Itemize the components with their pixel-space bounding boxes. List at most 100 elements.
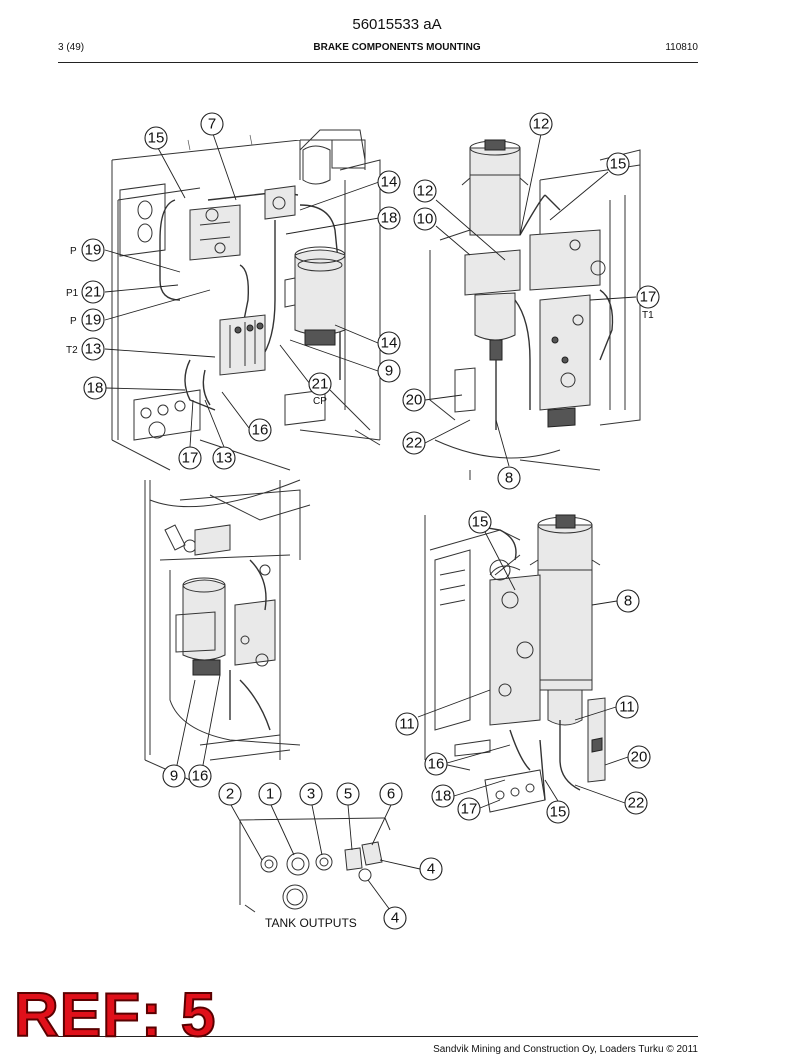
svg-text:21: 21 <box>312 376 329 393</box>
svg-text:1: 1 <box>266 786 274 803</box>
callout-13: 13 <box>81 337 105 361</box>
callout-14: 14 <box>377 331 401 355</box>
ref-stamp: REF: 5 <box>13 981 217 1050</box>
callout-19: 19 <box>81 238 105 262</box>
svg-text:15: 15 <box>550 804 567 821</box>
callout-16: 16 <box>248 418 272 442</box>
svg-text:2: 2 <box>226 786 234 803</box>
svg-text:15: 15 <box>472 514 489 531</box>
callout-13: 13 <box>212 446 236 470</box>
callout-12: 12 <box>529 112 553 136</box>
svg-text:15: 15 <box>148 130 165 147</box>
svg-text:19: 19 <box>85 312 102 329</box>
callout-4: 4 <box>419 857 443 881</box>
view-middle-left: 9 16 <box>144 479 311 788</box>
port-label-p: P <box>70 246 77 257</box>
svg-text:20: 20 <box>406 392 423 409</box>
callout-18: 18 <box>377 206 401 230</box>
callout-2: 2 <box>218 782 242 806</box>
svg-text:19: 19 <box>85 242 102 259</box>
svg-text:15: 15 <box>610 156 627 173</box>
callout-4: 4 <box>383 906 407 930</box>
svg-text:11: 11 <box>399 716 415 733</box>
callout-14: 14 <box>377 170 401 194</box>
callout-19: 19 <box>81 308 105 332</box>
svg-text:8: 8 <box>505 470 513 487</box>
callout-20: 20 <box>402 388 426 412</box>
document-number: 56015533 aA <box>352 16 442 33</box>
view-middle-right: 15 8 11 11 16 20 18 17 15 22 <box>395 510 651 824</box>
svg-text:18: 18 <box>381 210 398 227</box>
callout-10: 10 <box>413 207 437 231</box>
port-label-cp: CP <box>313 396 327 407</box>
callout-17: 17 <box>457 797 481 821</box>
svg-text:16: 16 <box>428 756 445 773</box>
svg-text:11: 11 <box>619 699 635 716</box>
view-tank-outputs: 2 1 3 5 6 4 4 TANK OUTPUTS <box>218 782 443 930</box>
callout-15: 15 <box>468 510 492 534</box>
svg-text:14: 14 <box>381 174 398 191</box>
callout-9: 9 <box>162 764 186 788</box>
svg-text:22: 22 <box>628 795 645 812</box>
footer-rule <box>58 1036 698 1037</box>
callout-9: 9 <box>377 359 401 383</box>
svg-text:13: 13 <box>85 341 102 358</box>
svg-text:21: 21 <box>85 284 102 301</box>
svg-text:3: 3 <box>307 786 315 803</box>
svg-text:17: 17 <box>640 289 657 306</box>
callout-6: 6 <box>379 782 403 806</box>
callout-18: 18 <box>431 784 455 808</box>
header-rule <box>58 62 698 63</box>
view-top-right: 12 15 12 10 17 20 22 8 T1 <box>402 112 660 490</box>
svg-text:16: 16 <box>192 768 209 785</box>
tank-outputs-caption: TANK OUTPUTS <box>265 916 357 930</box>
callout-20: 20 <box>627 745 651 769</box>
callout-18: 18 <box>83 376 107 400</box>
callout-16: 16 <box>188 764 212 788</box>
view-top-left: 15 7 14 18 19 21 19 13 18 14 9 21 16 17 … <box>66 112 401 471</box>
callout-15: 15 <box>546 800 570 824</box>
svg-text:17: 17 <box>182 450 199 467</box>
svg-text:17: 17 <box>461 801 478 818</box>
callout-1: 1 <box>258 782 282 806</box>
svg-text:13: 13 <box>216 450 233 467</box>
callout-8: 8 <box>616 589 640 613</box>
page-number: 3 (49) <box>58 42 85 53</box>
callout-21: 21 <box>308 372 332 396</box>
svg-text:18: 18 <box>435 788 452 805</box>
callout-11: 11 <box>395 712 419 736</box>
svg-text:7: 7 <box>208 116 216 133</box>
callout-11: 11 <box>615 695 639 719</box>
svg-text:8: 8 <box>624 593 632 610</box>
callout-22: 22 <box>624 791 648 815</box>
callout-16: 16 <box>424 752 448 776</box>
callout-8: 8 <box>497 466 521 490</box>
callout-15: 15 <box>606 152 630 176</box>
svg-text:6: 6 <box>387 786 395 803</box>
svg-text:9: 9 <box>385 363 393 380</box>
svg-text:4: 4 <box>391 910 399 927</box>
document-date: 110810 <box>665 42 698 53</box>
port-label-t2: T2 <box>66 345 78 356</box>
port-label-t1: T1 <box>642 310 654 321</box>
svg-text:22: 22 <box>406 435 423 452</box>
port-label-p1: P1 <box>66 288 79 299</box>
svg-text:5: 5 <box>344 786 352 803</box>
svg-text:18: 18 <box>87 380 104 397</box>
page-title: BRAKE COMPONENTS MOUNTING <box>313 42 481 53</box>
callout-17: 17 <box>636 285 660 309</box>
svg-text:14: 14 <box>381 335 398 352</box>
svg-text:12: 12 <box>417 183 434 200</box>
footer-copyright: Sandvik Mining and Construction Oy, Load… <box>433 1044 698 1055</box>
svg-text:12: 12 <box>533 116 550 133</box>
callout-21: 21 <box>81 280 105 304</box>
port-label-p: P <box>70 316 77 327</box>
callout-5: 5 <box>336 782 360 806</box>
svg-text:10: 10 <box>417 211 434 228</box>
callout-12: 12 <box>413 179 437 203</box>
callout-17: 17 <box>178 446 202 470</box>
callout-3: 3 <box>299 782 323 806</box>
callout-22: 22 <box>402 431 426 455</box>
callout-7: 7 <box>200 112 224 136</box>
